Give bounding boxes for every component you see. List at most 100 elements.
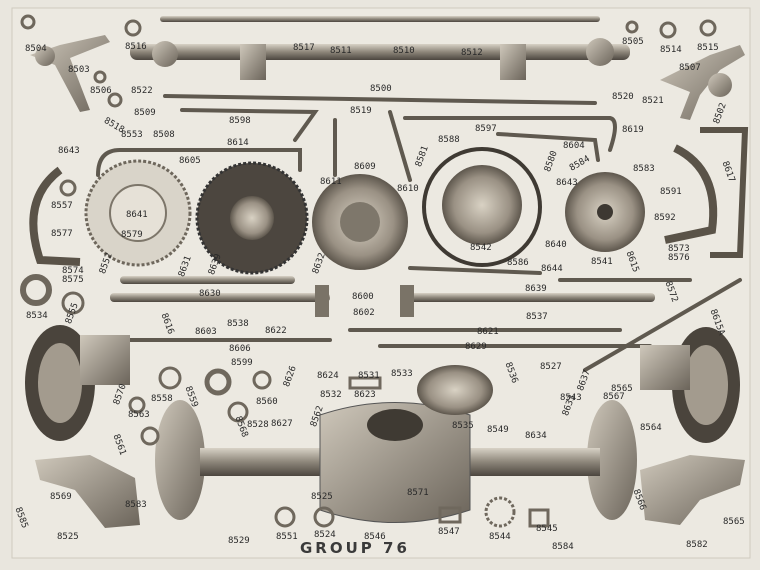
part-label: 8544	[489, 532, 511, 542]
part-label: 8551	[276, 532, 298, 542]
part-label: 8599	[231, 358, 253, 368]
brake-band-left	[29, 166, 81, 266]
part-label: 8514	[660, 45, 682, 55]
part-label: 8576	[668, 253, 690, 263]
part-label: 8557	[51, 201, 73, 211]
part-label: 8630	[199, 289, 221, 299]
part-label: 8609	[354, 162, 376, 172]
axle-shafts	[110, 276, 655, 317]
part-label: 8532	[320, 390, 342, 400]
part-label: 8621	[477, 327, 499, 337]
part-label: 8571	[407, 488, 429, 498]
part-label: 8634	[525, 431, 547, 441]
part-label: 8591	[660, 187, 682, 197]
part-label: 8515	[697, 43, 719, 53]
part-label: 8569	[50, 492, 72, 502]
brake-drums	[25, 325, 740, 443]
part-label: 8503	[68, 65, 90, 75]
part-label: 8528	[247, 420, 269, 430]
part-label: 8525	[57, 532, 79, 542]
part-label: 8510	[393, 46, 415, 56]
part-label: 8573	[668, 244, 690, 254]
part-label: 8549	[487, 425, 509, 435]
part-label: 8565	[611, 384, 633, 394]
part-label: 8546	[364, 532, 386, 542]
part-label: 8597	[475, 124, 497, 134]
part-label: 8504	[25, 44, 47, 54]
part-label: 8527	[540, 362, 562, 372]
part-label: 8521	[642, 96, 664, 106]
small-hardware	[128, 366, 550, 528]
part-label: 8588	[438, 135, 460, 145]
part-label: 8605	[179, 156, 201, 166]
part-label: 8535	[452, 421, 474, 431]
part-label: 8624	[317, 371, 339, 381]
part-label: 8516	[125, 42, 147, 52]
part-label: 8583	[125, 500, 147, 510]
part-label: 8519	[350, 106, 372, 116]
part-label: 8545	[536, 524, 558, 534]
part-label: 8622	[265, 326, 287, 336]
brake-lever-right	[700, 127, 749, 258]
part-label: 8534	[26, 311, 48, 321]
part-label: 8641	[126, 210, 148, 220]
part-label: 8592	[654, 213, 676, 223]
plate-title: GROUP 76	[300, 539, 410, 557]
part-label: 8644	[541, 264, 563, 274]
part-label: 8529	[228, 536, 250, 546]
part-label: 8565	[723, 517, 745, 527]
part-label: 8512	[461, 48, 483, 58]
part-label: 8524	[314, 530, 336, 540]
part-label: 8541	[591, 257, 613, 267]
tie-rod-8500	[130, 16, 630, 80]
part-label: 8575	[62, 275, 84, 285]
part-label: 8629	[465, 342, 487, 352]
part-label: 8583	[633, 164, 655, 174]
part-label: 8627	[271, 419, 293, 429]
part-label: 8584	[552, 542, 574, 552]
spring-brackets	[35, 455, 745, 528]
part-label: 8547	[438, 527, 460, 537]
part-label: 8537	[526, 312, 548, 322]
brake-band-right	[664, 144, 718, 244]
part-label: 8525	[311, 492, 333, 502]
part-label: 8520	[612, 92, 634, 102]
part-label: 8508	[153, 130, 175, 140]
part-label: 8602	[353, 308, 375, 318]
part-label: 8500	[370, 84, 392, 94]
part-label: 8598	[229, 116, 251, 126]
part-label: 8600	[352, 292, 374, 302]
part-label: 8505	[622, 37, 644, 47]
part-label: 8564	[640, 423, 662, 433]
part-label: 8643	[58, 146, 80, 156]
part-label: 8643	[556, 178, 578, 188]
part-label: 8567	[603, 392, 625, 402]
part-label: 8611	[320, 177, 342, 187]
steering-arms	[30, 35, 745, 120]
part-label: 8506	[90, 86, 112, 96]
part-label: 8531	[358, 371, 380, 381]
part-label: 8511	[330, 46, 352, 56]
part-label: 8558	[151, 394, 173, 404]
brake-rods	[96, 94, 742, 372]
part-label: 8553	[121, 130, 143, 140]
part-label: 8509	[134, 108, 156, 118]
part-label: 8579	[121, 230, 143, 240]
part-label: 8639	[525, 284, 547, 294]
small-hardware-top	[20, 14, 717, 315]
part-label: 8606	[229, 344, 251, 354]
part-label: 8586	[507, 258, 529, 268]
part-label: 8563	[128, 410, 150, 420]
part-label: 8507	[679, 63, 701, 73]
axle-housing	[155, 365, 637, 523]
part-label: 8610	[397, 184, 419, 194]
part-label: 8582	[686, 540, 708, 550]
part-label: 8574	[62, 266, 84, 276]
part-label: 8533	[391, 369, 413, 379]
part-label: 8538	[227, 319, 249, 329]
part-label: 8623	[354, 390, 376, 400]
part-label: 8542	[470, 243, 492, 253]
part-label: 8603	[195, 327, 217, 337]
